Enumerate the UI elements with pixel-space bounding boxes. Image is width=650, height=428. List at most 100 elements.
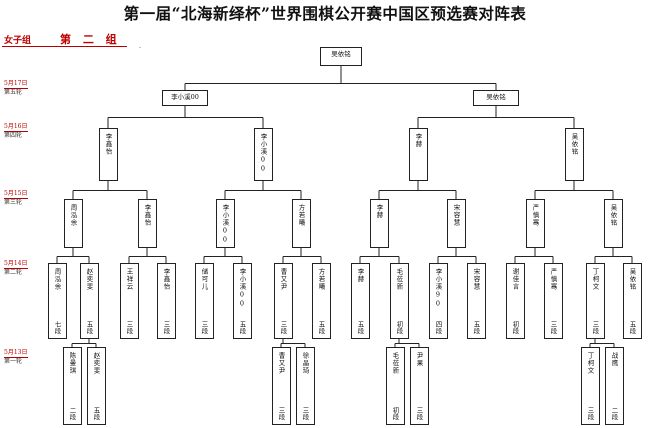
round-label-5: 5月17日 第五轮 <box>4 80 28 97</box>
round3-player: 李小溪00 <box>215 199 235 248</box>
round-date: 5月15日 <box>4 190 28 199</box>
player-name: 方若曦 <box>317 268 325 291</box>
player-rank: 初段 <box>395 321 403 334</box>
player-name: 周泓余 <box>53 268 61 291</box>
round1-player: 曹又尹三段 <box>271 347 291 425</box>
player-name: 赵奕斐 <box>92 352 100 375</box>
player-name: 李小溪90 <box>434 268 442 309</box>
round1-player: 毛莅新初段 <box>385 347 405 425</box>
player-rank: 三段 <box>279 321 287 334</box>
round-name: 第二轮 <box>4 269 23 276</box>
player-name: 尹果 <box>415 352 423 367</box>
player-name: 毛莅新 <box>395 268 403 291</box>
round3-player: 方若曦 <box>291 199 311 248</box>
player-rank: 三段 <box>125 321 133 334</box>
player-name: 李小溪00 <box>221 204 229 245</box>
round2-player: 毛莅新初段 <box>389 263 409 339</box>
round2-player: 严慎骞三段 <box>543 263 563 339</box>
player-name: 李鑫怡 <box>143 204 151 227</box>
round3-player: 宋容慧 <box>446 199 466 248</box>
round1-player: 战鹰二段 <box>604 347 624 425</box>
player-name: 李鑫怡 <box>104 133 112 156</box>
player-name: 谢佳言 <box>511 268 519 291</box>
player-name: 李赫 <box>414 133 422 148</box>
player-name: 严慎骞 <box>549 268 557 291</box>
player-rank: 五段 <box>317 321 325 334</box>
player-rank: 三段 <box>415 407 423 420</box>
player-rank: 三段 <box>277 407 285 420</box>
player-name: 吴依铭 <box>570 133 578 156</box>
player-name: 李赫 <box>375 204 383 219</box>
page-title: 第一届“北海新绎杯”世界围棋公开赛中国区预选赛对阵表 <box>123 4 527 23</box>
player-rank: 五段 <box>472 321 480 334</box>
round2-player: 赵奕斐五段 <box>79 263 99 339</box>
round4-player: 吴依铭 <box>564 128 584 181</box>
section-label: 女子组 <box>4 36 32 46</box>
player-name: 李鑫怡 <box>162 268 170 291</box>
round-date: 5月17日 <box>4 80 28 89</box>
player-name: 李小溪00 <box>259 133 267 174</box>
round1-player: 赵奕斐五段 <box>86 347 106 425</box>
round2-player: 李赫五段 <box>350 263 370 339</box>
player-rank: 初段 <box>511 321 519 334</box>
player-rank: 五段 <box>628 321 636 334</box>
round2-player: 宋容慧五段 <box>466 263 486 339</box>
player-name: 毛莅新 <box>391 352 399 375</box>
player-rank: 三段 <box>591 321 599 334</box>
round4-player: 李鑫怡 <box>98 128 118 181</box>
player-name: 战鹰 <box>610 352 618 367</box>
round5-player: 吴依铭 <box>473 90 519 106</box>
player-rank: 初段 <box>391 407 399 420</box>
player-name: 严慎骞 <box>531 204 539 227</box>
player-name: 王祥云 <box>125 268 133 291</box>
player-name: 曹又尹 <box>277 352 285 375</box>
round2-player: 王祥云三段 <box>119 263 139 339</box>
round1-player: 徐晶琦三段 <box>295 347 315 425</box>
round3-player: 李赫 <box>369 199 389 248</box>
decorative-dot: · <box>139 45 141 52</box>
group-underline <box>2 46 127 47</box>
player-rank: 三段 <box>549 321 557 334</box>
round1-player: 尹果三段 <box>409 347 429 425</box>
player-rank: 三段 <box>586 407 594 420</box>
player-name: 方若曦 <box>297 204 305 227</box>
player-name: 曹又尹 <box>279 268 287 291</box>
round2-player: 方若曦五段 <box>311 263 331 339</box>
round4-player: 李小溪00 <box>253 128 273 181</box>
round-label-4: 5月16日 第四轮 <box>4 123 28 140</box>
round-date: 5月13日 <box>4 349 28 358</box>
player-name: 陈曼琪 <box>68 352 76 375</box>
round-label-1: 5月13日 第一轮 <box>4 349 28 366</box>
round3-player: 周泓余 <box>63 199 83 248</box>
player-rank: 七段 <box>53 321 61 334</box>
round2-player: 谢佳言初段 <box>505 263 525 339</box>
player-rank: 三段 <box>301 407 309 420</box>
player-name: 丁柯文 <box>591 268 599 291</box>
round2-player: 曹又尹三段 <box>273 263 293 339</box>
round-name: 第五轮 <box>4 89 23 96</box>
player-name: 丁柯文 <box>586 352 594 375</box>
round3-player: 严慎骞 <box>525 199 545 248</box>
player-name: 储可儿 <box>200 268 208 291</box>
player-name: 吴依铭 <box>609 204 617 227</box>
round-name: 第一轮 <box>4 358 23 365</box>
round-label-3: 5月15日 第三轮 <box>4 190 28 207</box>
player-rank: 五段 <box>85 321 93 334</box>
round1-player: 陈曼琪二段 <box>62 347 82 425</box>
round-name: 第三轮 <box>4 199 23 206</box>
round-date: 5月14日 <box>4 260 28 269</box>
round2-player: 李小溪90 四段 <box>428 263 448 339</box>
player-name: 徐晶琦 <box>301 352 309 375</box>
round4-player: 李赫 <box>408 128 428 181</box>
round1-player: 丁柯文三段 <box>580 347 600 425</box>
player-name: 赵奕斐 <box>85 268 93 291</box>
player-name: 李赫 <box>356 268 364 283</box>
player-rank: 五段 <box>356 321 364 334</box>
player-name: 宋容慧 <box>472 268 480 291</box>
player-name: 周泓余 <box>69 204 77 227</box>
player-rank: 二段 <box>68 407 76 420</box>
player-rank: 五段 <box>92 407 100 420</box>
player-rank: 四段 <box>434 321 442 334</box>
